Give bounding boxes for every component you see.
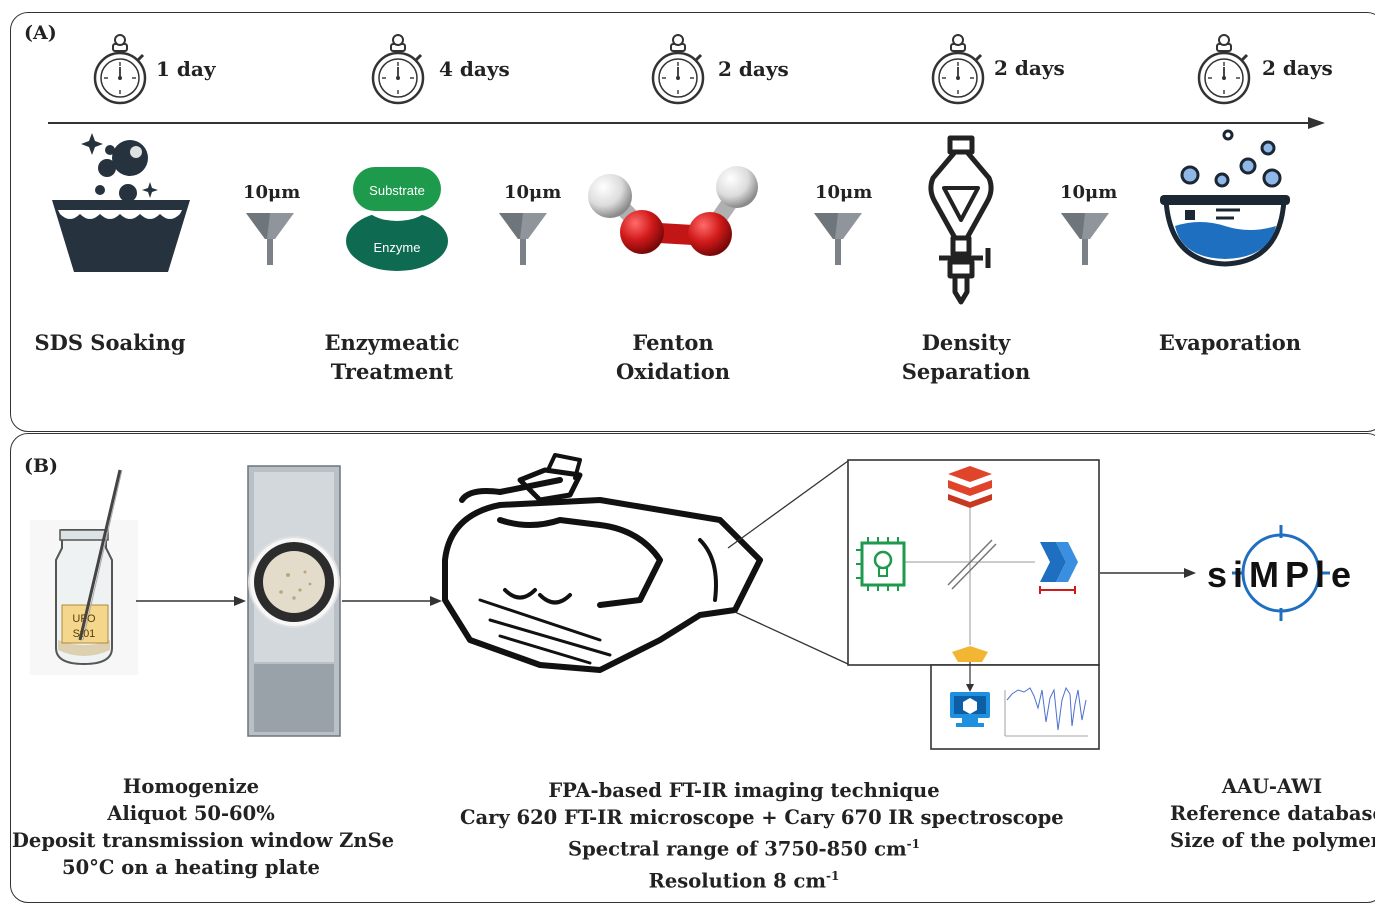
step-name: SDS Soaking bbox=[34, 330, 186, 355]
filter-label: 10μm bbox=[1060, 182, 1118, 203]
analysis-caption: AAU-AWI Reference database Size of the p… bbox=[1170, 775, 1375, 852]
step-name: Fenton Oxidation bbox=[615, 330, 731, 384]
step-duration: 2 days bbox=[1262, 56, 1333, 80]
step-duration: 4 days bbox=[439, 57, 510, 81]
step-name: Enzymeatic Treatment bbox=[324, 330, 460, 384]
step-name: Evaporation bbox=[1158, 330, 1302, 355]
step-name: Density Separation bbox=[901, 330, 1031, 384]
panel-a bbox=[10, 12, 1375, 432]
panel-b-label: (B) bbox=[24, 455, 59, 477]
panel-a-label: (A) bbox=[24, 22, 57, 44]
filter-label: 10μm bbox=[243, 182, 301, 203]
ft-ir-method-caption: FPA-based FT-IR imaging technique Cary 6… bbox=[460, 779, 1064, 892]
sample-prep-caption: Homogenize Aliquot 50-60% Deposit transm… bbox=[12, 775, 395, 879]
filter-label: 10μm bbox=[815, 182, 873, 203]
step-duration: 2 days bbox=[994, 56, 1065, 80]
filter-label: 10μm bbox=[504, 182, 562, 203]
step-duration: 2 days bbox=[718, 57, 789, 81]
step-duration: 1 day bbox=[156, 57, 216, 81]
